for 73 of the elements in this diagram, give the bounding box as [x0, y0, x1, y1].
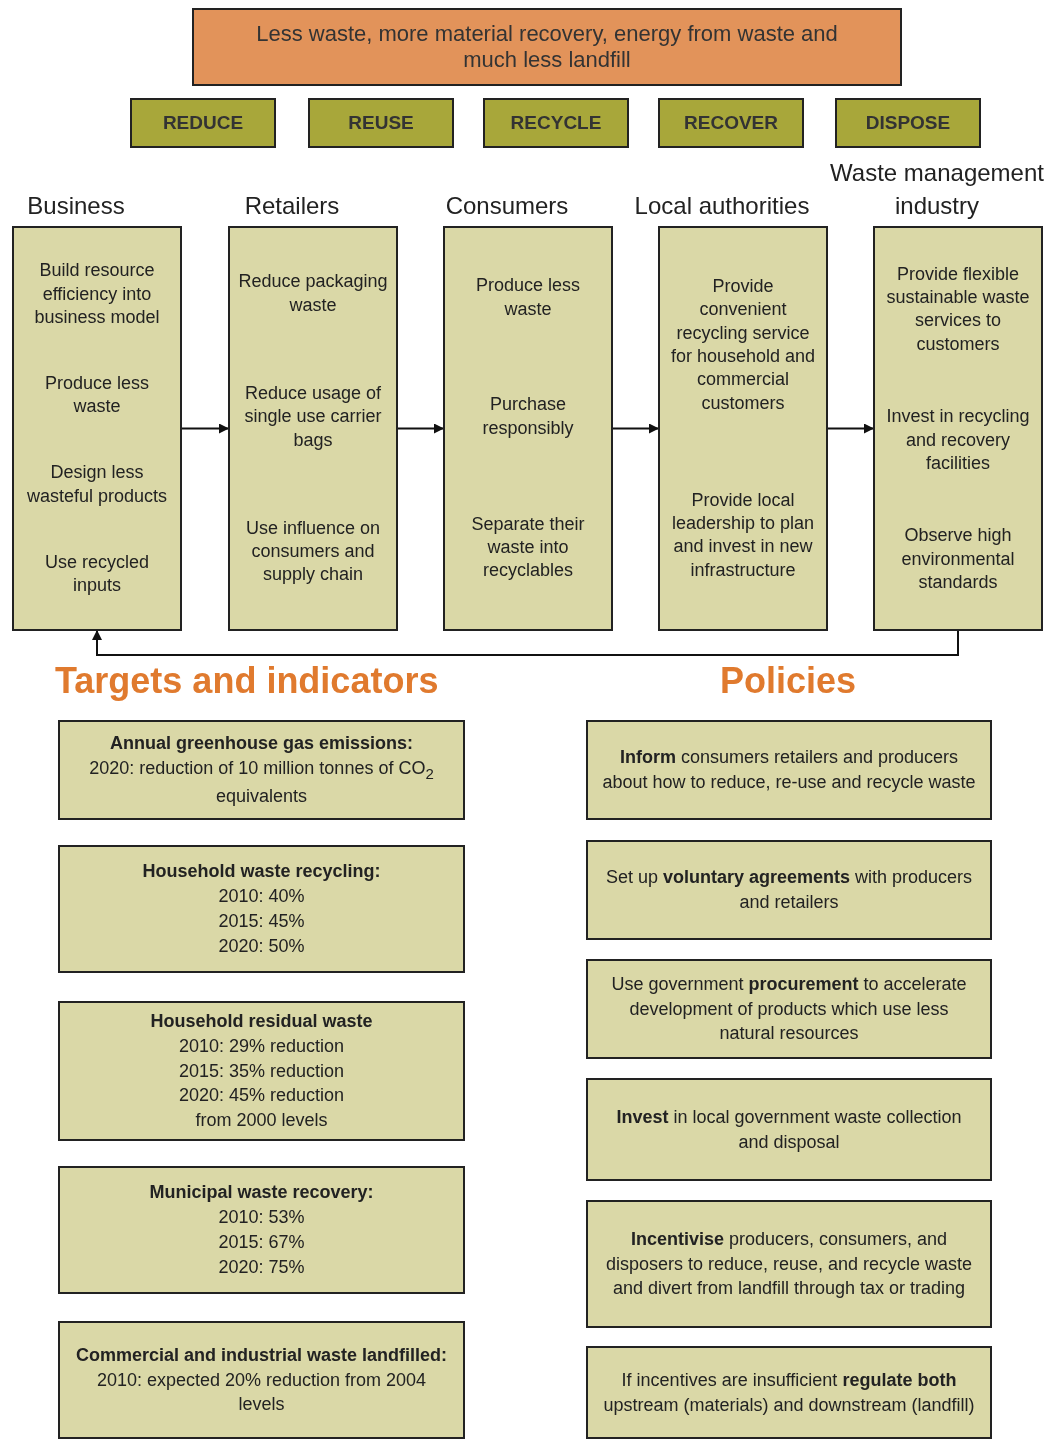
box-text: Design less wasteful products [25, 461, 169, 508]
policy-box [586, 840, 992, 940]
target-heading: Household waste recycling: [142, 860, 381, 884]
step-label: RECOVER [684, 112, 778, 134]
step-box [308, 98, 454, 148]
target-box [58, 720, 465, 820]
box-text: 2020: 50% [218, 934, 305, 958]
box-text: Invest in local government waste collection and disposal [615, 1105, 963, 1154]
arrow [612, 423, 659, 434]
column-heading: Waste management industry [829, 158, 1045, 221]
step-box [130, 98, 276, 148]
box-text: Reduce packaging waste [238, 270, 388, 317]
box-text: from 2000 levels [195, 1109, 328, 1133]
target-box [58, 1001, 465, 1141]
box-text: Build resource efficiency into business model [33, 259, 161, 330]
box-text: Use influence on consumers and supply chain [244, 516, 382, 587]
policy-box [586, 1346, 992, 1439]
box-text: Purchase responsibly [481, 393, 575, 440]
box-text: Produce less waste [474, 274, 582, 321]
box-text: 2020: 45% reduction [178, 1084, 345, 1108]
box-text: 2010: 53% [218, 1206, 305, 1230]
column-heading: Consumers [444, 190, 570, 221]
box-text: If incentives are insufficient regulate both upstream (materials) and downstream (landfill) [602, 1368, 976, 1417]
section-heading: Policies [720, 660, 857, 702]
box-text: Provide flexible sustainable waste services to customers [885, 262, 1031, 356]
box-text: 2020: reduction of 10 million tonnes of CO$_{2}$ equivalents [88, 756, 435, 809]
policy-box [586, 1078, 992, 1181]
step-label: REUSE [348, 112, 414, 134]
target-box [58, 1166, 465, 1294]
step-box [835, 98, 981, 148]
box-text: 2015: 45% [218, 910, 305, 933]
policy-box [586, 720, 992, 820]
box-text: Observe high environmental standards [900, 524, 1016, 595]
target-heading: Household residual waste [150, 1009, 373, 1033]
box-text: Use recycled inputs [43, 550, 150, 598]
section-heading: Targets and indicators [55, 660, 439, 702]
box-text: 2020: 75% [218, 1255, 305, 1279]
column-heading: Retailers [243, 190, 341, 221]
box-text: Set up voluntary agreements with producers and retailers [604, 866, 974, 914]
arrow [92, 630, 959, 656]
box-text: Reduce usage of single use carrier bags [243, 381, 383, 452]
step-label: REDUCE [162, 112, 244, 134]
target-box [58, 845, 465, 973]
box-text: Inform consumers retailers and producers about how to reduce, re-use and recycle waste [602, 746, 976, 794]
step-label: DISPOSE [865, 112, 951, 134]
target-heading: Annual greenhouse gas emissions: [109, 732, 414, 756]
box-text: Provide convenient recycling service for household and commercial customers [669, 274, 817, 415]
box-text: Provide local leadership to plan and invest in new infrastructure [670, 488, 816, 582]
box-text: Produce less waste [43, 372, 151, 419]
target-heading: Municipal waste recovery: [149, 1181, 374, 1205]
arrow [181, 423, 229, 434]
arrow [397, 423, 444, 434]
arrow [827, 423, 874, 434]
step-label: RECYCLE [510, 112, 602, 134]
goal-banner [192, 8, 902, 86]
box-text: 2010: expected 20% reduction from 2004 levels [95, 1368, 428, 1417]
box-text: Invest in recycling and recovery facilities [885, 405, 1031, 475]
box-text: Separate their waste into recyclables [470, 512, 586, 583]
step-box [658, 98, 804, 148]
box-text: 2010: 40% [218, 885, 305, 909]
target-box [58, 1321, 465, 1439]
box-text: Use government procurement to accelerate development of products which use less natural resources [610, 972, 968, 1046]
box-text: Less waste, more material recovery, energy from waste and much less landfill [255, 21, 839, 73]
box-text: 2010: 29% reduction [178, 1034, 345, 1058]
box-text: 2015: 35% reduction [178, 1059, 345, 1083]
policy-box [586, 959, 992, 1059]
column-heading: Business [26, 190, 126, 221]
step-box [483, 98, 629, 148]
policy-box [586, 1200, 992, 1328]
column-heading: Local authorities [633, 190, 811, 221]
target-heading: Commercial and industrial waste landfilled: [75, 1343, 448, 1367]
box-text: Incentivise producers, consumers, and disposers to reduce, reuse, and recycle waste and divert from landfill through tax or trading [604, 1227, 974, 1301]
box-text: 2015: 67% [218, 1231, 305, 1254]
